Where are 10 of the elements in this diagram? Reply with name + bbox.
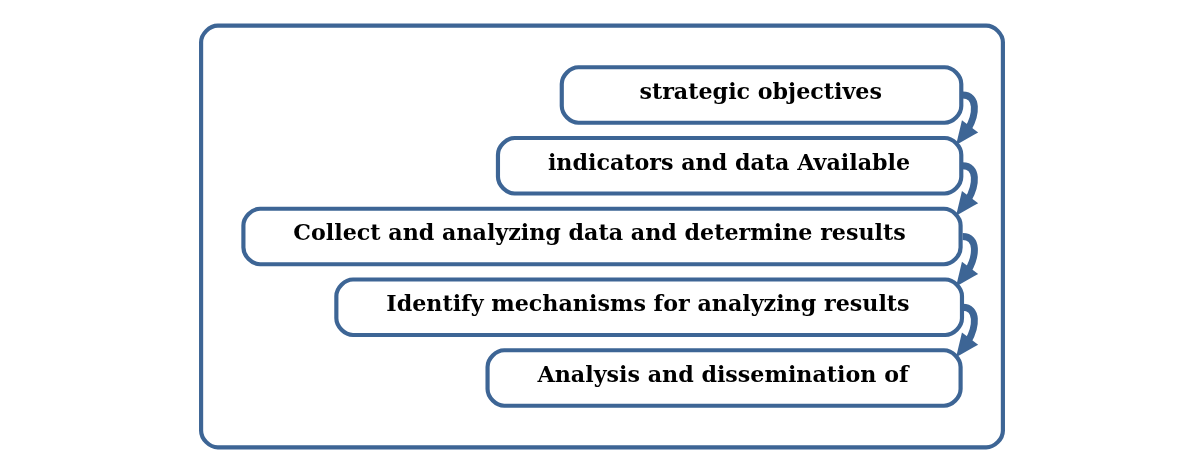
node-box: Collect and analyzing data and determine results [240, 206, 963, 266]
node-box: Identify mechanisms for analyzing results [333, 276, 964, 337]
arrow [955, 91, 978, 145]
cluster [198, 23, 1005, 449]
node-box: indicators and data Available [495, 135, 963, 196]
arrow [955, 161, 978, 216]
arrow [955, 303, 978, 357]
node-box: Analysis and dissemination of [485, 347, 963, 408]
node-box: strategic objectives [559, 64, 963, 125]
arrow [955, 232, 978, 286]
